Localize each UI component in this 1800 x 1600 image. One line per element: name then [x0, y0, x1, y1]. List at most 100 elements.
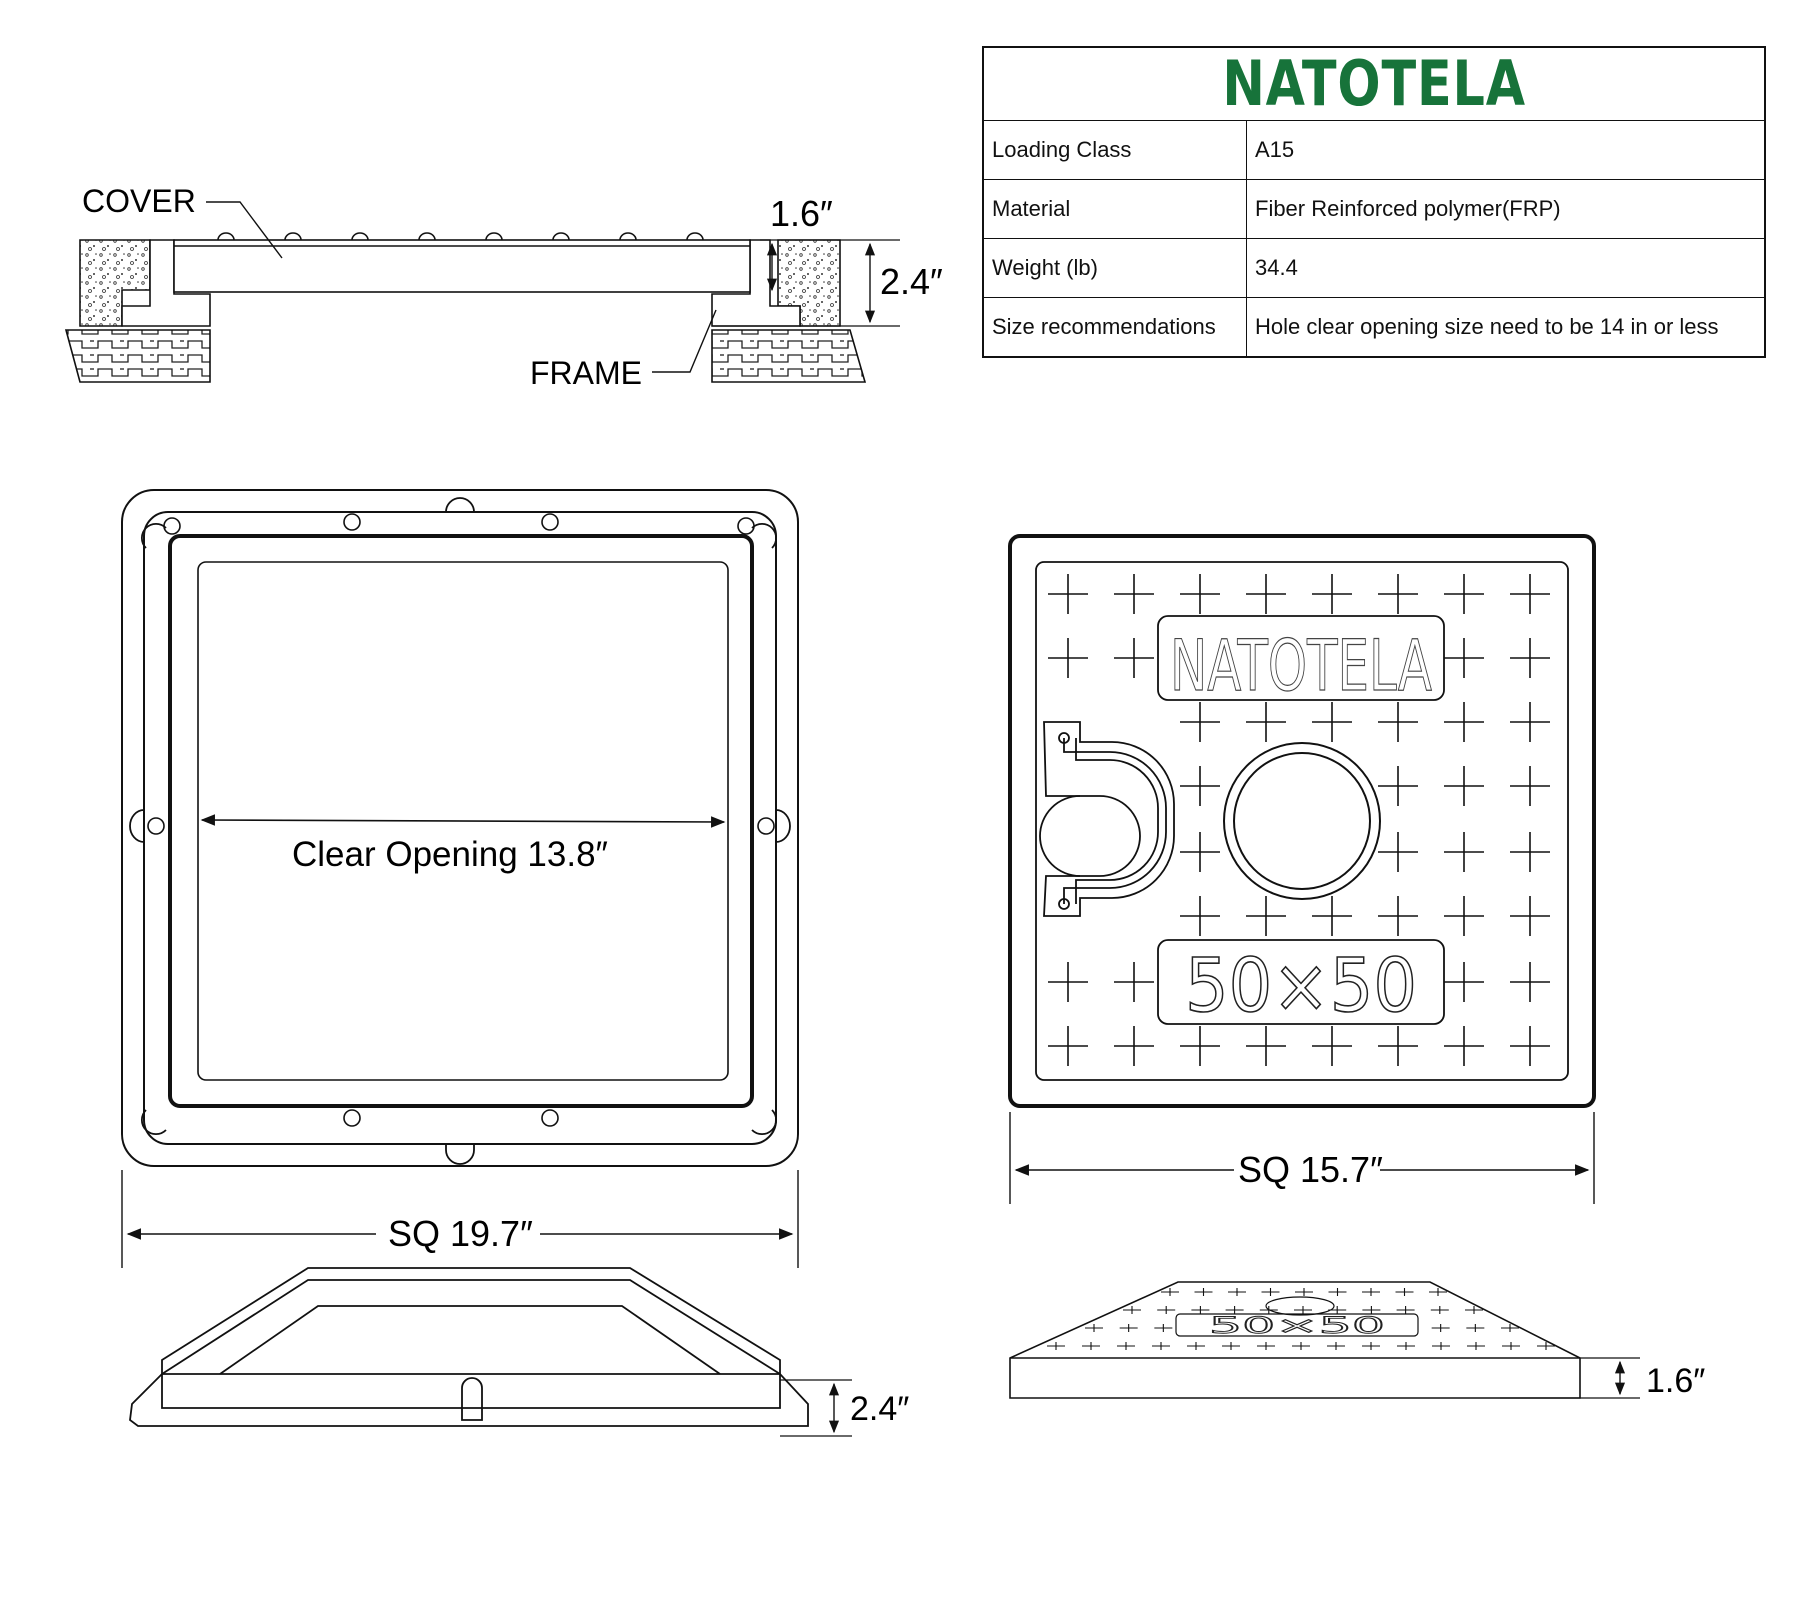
cross-mark: [1444, 832, 1484, 872]
embossed-logo-panel: [1157, 615, 1445, 701]
spec-table: NATOTELA Loading Class A15 Material Fibe…: [982, 46, 1766, 358]
cross-pattern: [1048, 574, 1550, 1066]
spec-row: Size recommendations Hole clear opening …: [982, 297, 1766, 358]
cross-mark: [1048, 638, 1088, 678]
spec-label: Weight (lb): [982, 238, 1247, 298]
cross-mark: [1444, 1026, 1484, 1066]
cross-mark: [1292, 1342, 1310, 1350]
clear-opening-label: Clear Opening 13.8″: [292, 835, 608, 874]
frame-tabs: [129, 497, 791, 1165]
cross-mark: [1048, 1026, 1088, 1066]
cross-mark: [1537, 1342, 1555, 1350]
frame-outer-flange: [121, 489, 799, 1167]
cross-mark: [1114, 574, 1154, 614]
cross-mark: [1378, 574, 1418, 614]
lift-hole-inner: [1233, 752, 1371, 890]
cross-mark: [1123, 1306, 1141, 1314]
cross-mark: [1194, 1288, 1213, 1296]
cross-mark: [1119, 1324, 1138, 1332]
cross-mark: [1510, 962, 1550, 1002]
cross-mark: [1378, 1026, 1418, 1066]
frame-flange-perspective: [129, 1373, 809, 1427]
cross-mark: [1362, 1288, 1380, 1296]
cross-mark: [1246, 896, 1286, 936]
cover-thickness-perspective-label: 1.6″: [1646, 1362, 1705, 1400]
brick-base-left: [64, 329, 211, 383]
frame-height-perspective-label: 2.4″: [850, 1390, 909, 1428]
cross-mark: [1502, 1342, 1520, 1350]
cover-perspective-view: 50×50: [1009, 1281, 1640, 1399]
cross-mark: [1444, 702, 1484, 742]
cross-mark: [1378, 832, 1418, 872]
cross-section-view: [64, 201, 900, 383]
cross-mark: [1161, 1288, 1179, 1296]
cross-mark: [1047, 1342, 1065, 1350]
cross-mark: [1085, 1324, 1103, 1332]
cross-mark: [1294, 1306, 1312, 1314]
spec-label: Size recommendations: [982, 297, 1247, 358]
cross-mark: [1152, 1342, 1170, 1350]
cover-slab-perspective: [1009, 1281, 1581, 1399]
embossed-size-panel: [1157, 939, 1445, 1025]
cover-thickness-label: 1.6″: [770, 193, 833, 234]
cross-mark: [1431, 1324, 1450, 1332]
cross-mark: [1228, 1288, 1246, 1296]
cross-mark: [1444, 638, 1484, 678]
lift-handle: [1039, 721, 1175, 917]
cross-mark: [1246, 574, 1286, 614]
frame-size-label: SQ 19.7″: [388, 1213, 533, 1254]
cross-mark: [1082, 1342, 1100, 1350]
cross-mark: [1312, 702, 1352, 742]
spec-value: A15: [1246, 120, 1766, 180]
cover-size-label: SQ 15.7″: [1238, 1149, 1383, 1190]
cross-mark: [1510, 702, 1550, 742]
cross-mark: [1312, 574, 1352, 614]
cross-mark: [1378, 766, 1418, 806]
cross-mark: [1048, 574, 1088, 614]
cross-mark: [1429, 1288, 1447, 1296]
frame-perspective-view: [129, 1267, 852, 1437]
frame-top-view: [121, 489, 799, 1268]
cross-mark: [1246, 1026, 1286, 1066]
cross-mark: [1397, 1342, 1415, 1350]
cross-mark: [1510, 766, 1550, 806]
cross-mark: [1328, 1288, 1347, 1296]
cross-mark: [1222, 1342, 1240, 1350]
cover-top-view: [1008, 534, 1596, 1204]
cover-nubs: [217, 232, 704, 241]
cover-label: COVER: [82, 183, 196, 219]
embossed-size-text: 50×50: [1185, 943, 1417, 1029]
cross-mark: [1114, 962, 1154, 1002]
spec-label: Loading Class: [982, 120, 1247, 180]
perspective-size-emboss: 50×50: [1209, 1314, 1385, 1339]
spec-value: Fiber Reinforced polymer(FRP): [1246, 179, 1766, 239]
cross-mark: [1444, 896, 1484, 936]
cross-mark: [1510, 832, 1550, 872]
frame-height-label: 2.4″: [880, 261, 943, 302]
spec-label: Material: [982, 179, 1247, 239]
spec-value: 34.4: [1246, 238, 1766, 298]
frame-label: FRAME: [530, 355, 642, 391]
cross-mark: [1117, 1342, 1135, 1350]
cross-mark: [1180, 832, 1220, 872]
cross-mark: [1295, 1288, 1313, 1296]
brand-cell: NATOTELA: [982, 46, 1766, 121]
cross-mark: [1444, 574, 1484, 614]
cross-mark: [1246, 702, 1286, 742]
cross-mark: [1510, 1026, 1550, 1066]
cross-mark: [1312, 896, 1352, 936]
cross-mark: [1501, 1324, 1519, 1332]
cross-mark: [1114, 1026, 1154, 1066]
cross-mark: [1432, 1342, 1450, 1350]
cross-mark: [1466, 1324, 1485, 1332]
cross-mark: [1510, 574, 1550, 614]
brick-base-right: [711, 329, 867, 383]
cross-mark: [1362, 1342, 1380, 1350]
frame-rim: [168, 534, 754, 1108]
cross-mark: [1257, 1342, 1275, 1350]
spec-row: Material Fiber Reinforced polymer(FRP): [982, 179, 1766, 239]
cross-mark: [1312, 1026, 1352, 1066]
cross-mark: [1378, 896, 1418, 936]
cross-mark: [1465, 1306, 1483, 1314]
spec-row: Loading Class A15: [982, 120, 1766, 180]
